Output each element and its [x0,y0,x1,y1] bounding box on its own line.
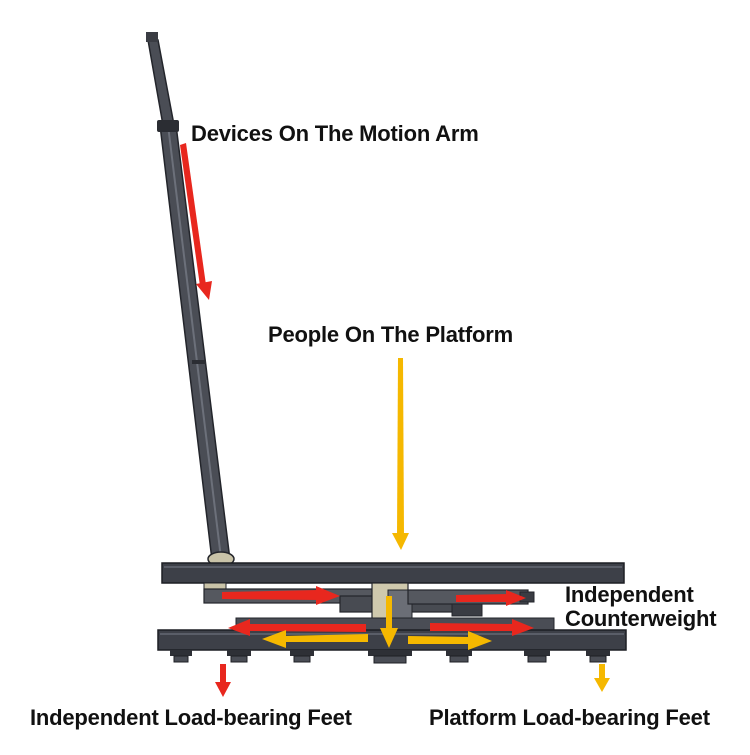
load-bearing-feet [170,650,610,664]
motion-arm-highlight [167,124,222,559]
people-load-arrow [392,358,409,550]
label-devices-on-arm: Devices On The Motion Arm [191,121,479,146]
foot-7 [586,650,610,663]
arm-joint [192,360,206,364]
force-arrows [180,143,610,697]
label-people-on-platform: People On The Platform [268,322,513,347]
lower-arrow-red-left [228,619,366,636]
label-counterweight-line1: Independent [565,582,694,607]
label-independent-counterweight: Independent Counterweight [565,582,717,631]
motion-arm [146,32,235,567]
counterweight-arrow-left [222,586,340,605]
spread-arrow-yellow-down [380,596,398,648]
foot-5 [446,650,472,663]
label-platform-feet: Platform Load-bearing Feet [429,705,710,730]
lower-arrow-red-right [430,619,534,636]
platform-mechanism [203,582,555,631]
motion-arm-upper-pole [147,39,175,126]
arm-load-arrow [180,143,212,300]
counterweight-arrow-right [456,590,526,606]
spread-arrow-yellow-left [262,630,368,648]
label-independent-feet: Independent Load-bearing Feet [30,705,352,730]
label-counterweight-line2: Counterweight [565,606,717,631]
foot-1 [170,650,192,663]
foot-3 [290,650,314,663]
foot-6 [524,650,550,663]
arm-device-clamp [157,120,179,132]
spread-arrow-yellow-right [408,631,492,650]
independent-feet-arrow [215,664,231,697]
motion-arm-tip [146,32,158,42]
foot-4 [368,650,412,664]
platform-feet-arrow [594,664,610,692]
platform-top-plate [161,562,625,584]
foot-2 [227,650,251,663]
